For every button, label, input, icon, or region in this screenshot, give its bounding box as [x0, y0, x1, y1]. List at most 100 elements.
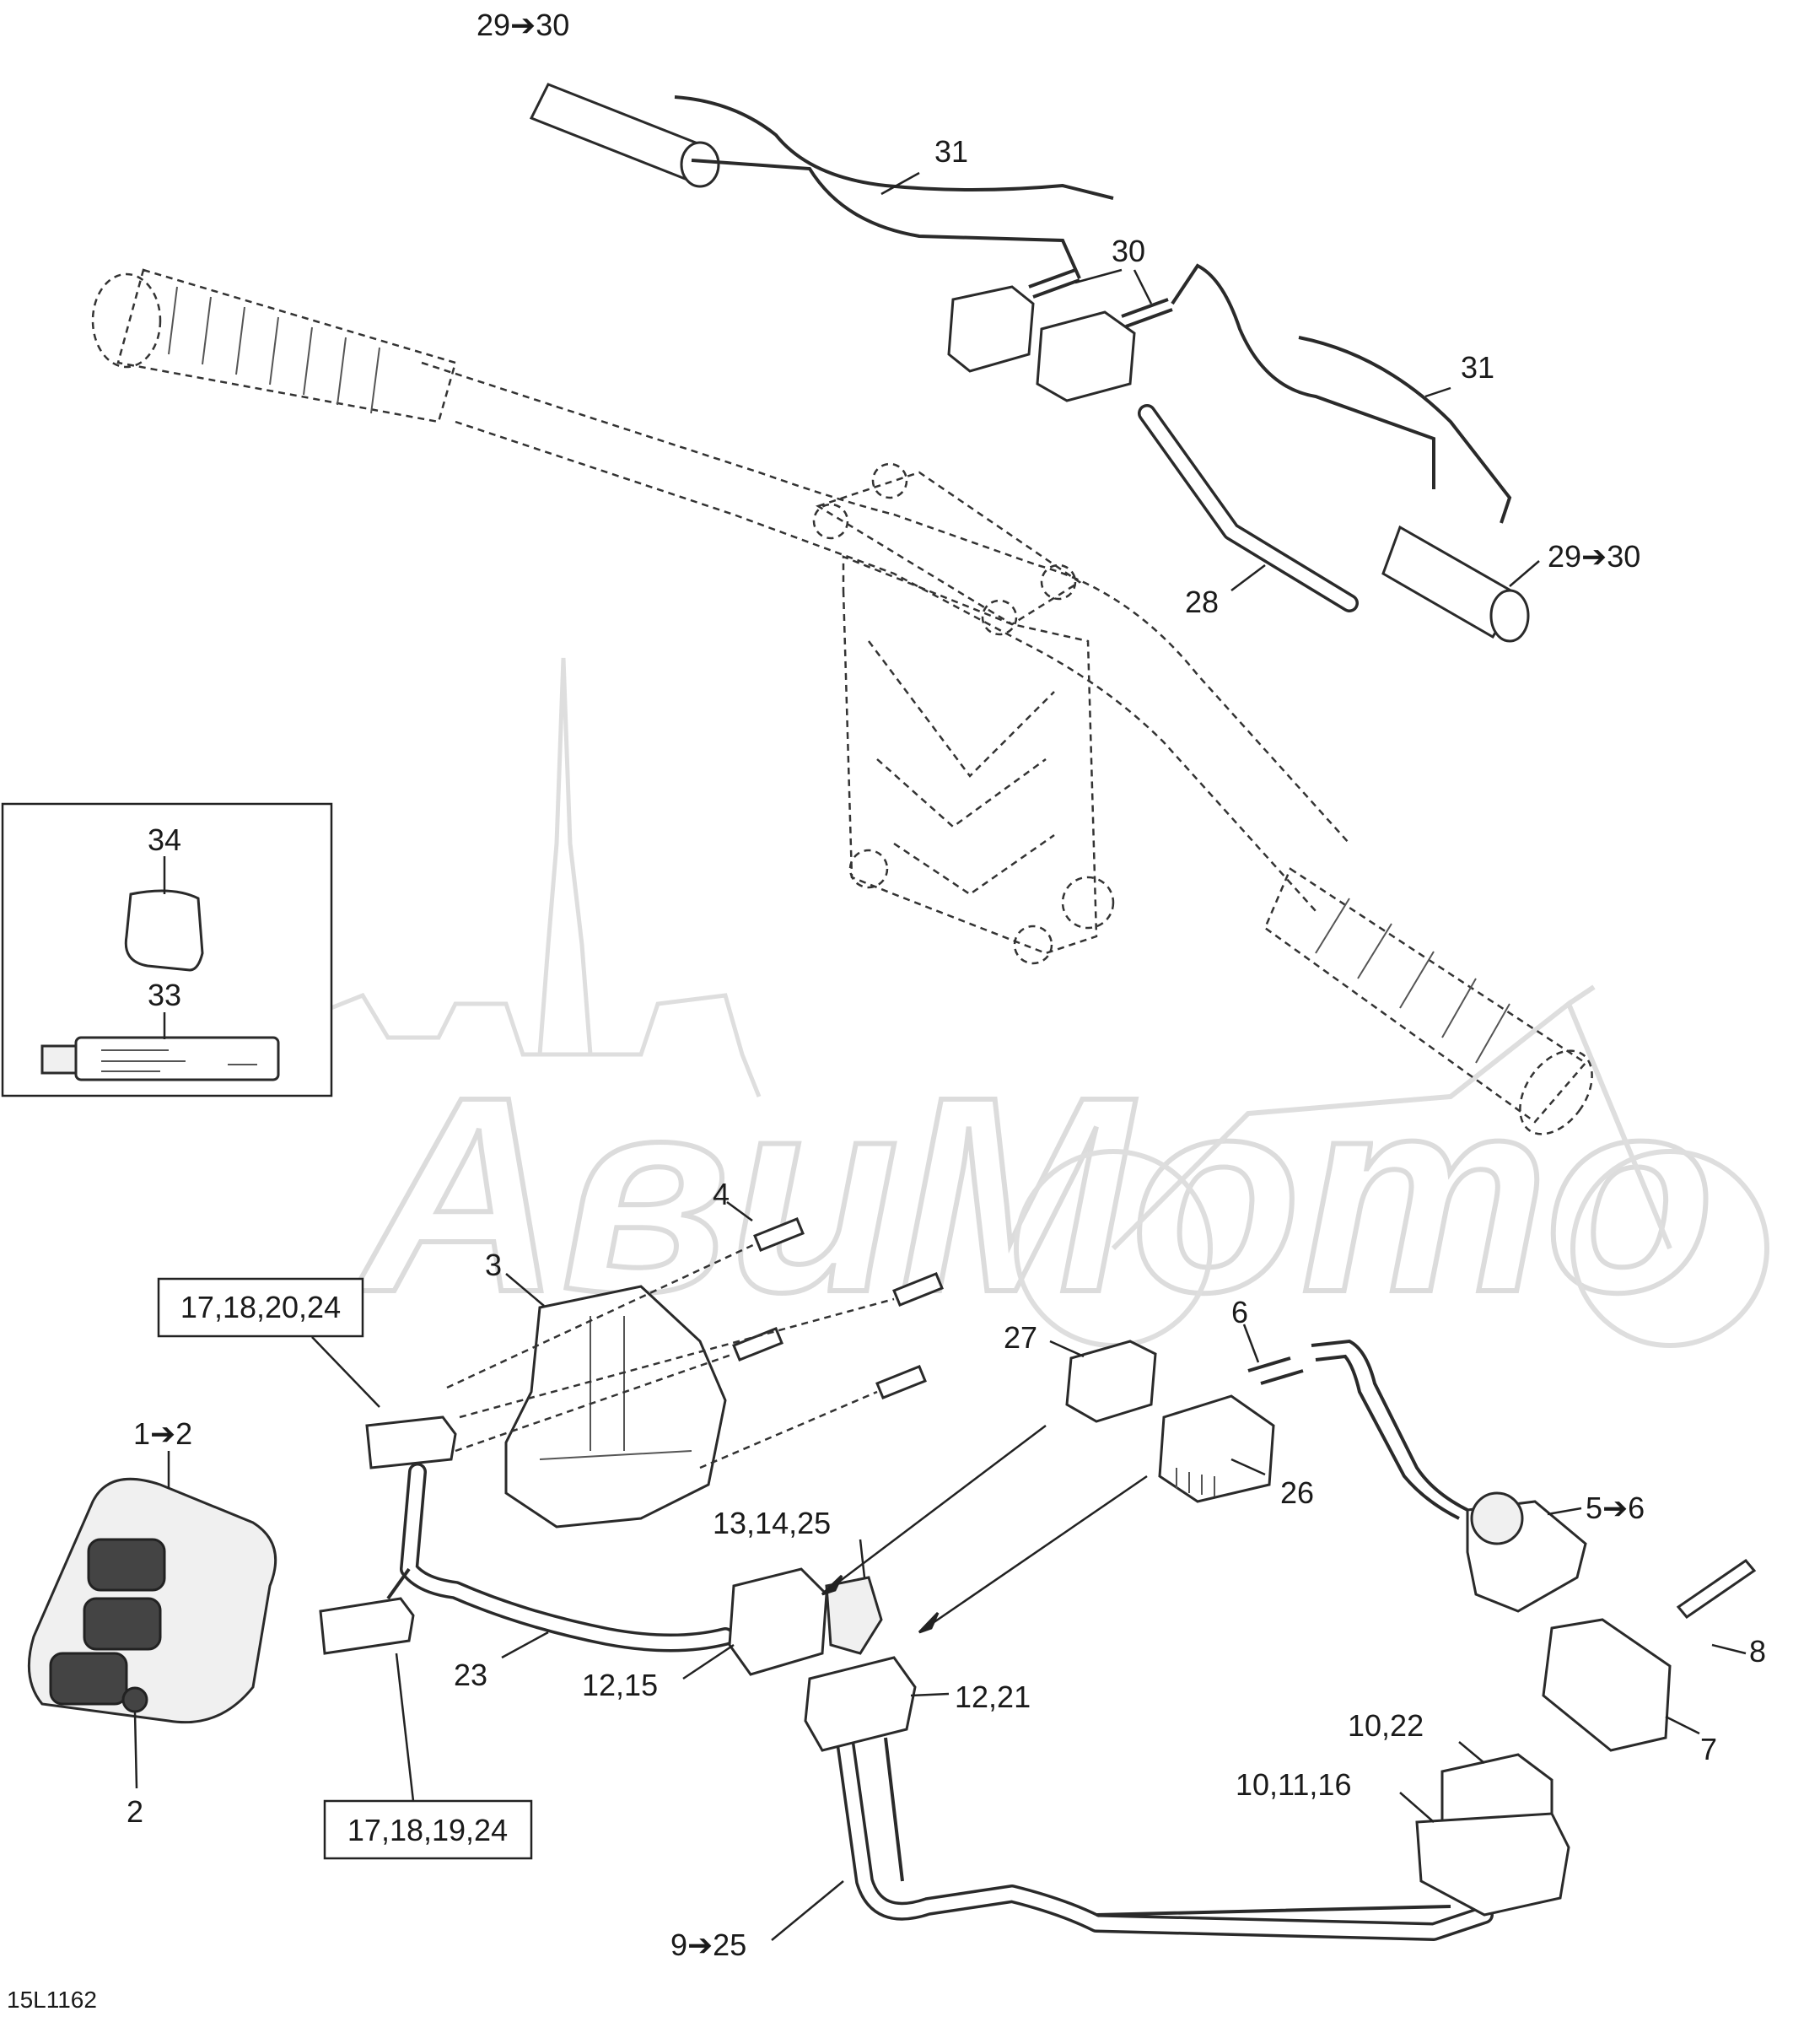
left-grip-end — [91, 272, 162, 369]
callout-1-2: 1➔2 — [133, 1416, 192, 1451]
callout-box-17-18-19-24 — [323, 1799, 533, 1860]
callout-9-25: 9➔25 — [670, 1928, 746, 1962]
cover-3 — [504, 1285, 727, 1529]
right-grip-pattern — [1315, 898, 1510, 1064]
screw-4d — [875, 1365, 927, 1399]
leader-30-a — [1074, 268, 1123, 284]
wiring-harness — [319, 1415, 1570, 1941]
connector-block-13-14-25 — [825, 1576, 883, 1655]
callout-3: 3 — [485, 1248, 502, 1282]
grip-heater-right — [1381, 525, 1521, 639]
leader-27 — [1049, 1340, 1085, 1358]
harness-9-25-outer — [884, 1737, 1451, 1917]
callout-2: 2 — [127, 1794, 143, 1829]
callout-30: 30 — [1112, 234, 1145, 268]
cover-3-inner — [539, 1316, 692, 1460]
connector-17-18-20-24 — [365, 1415, 457, 1469]
connector-27 — [1065, 1340, 1157, 1423]
grip-heater-right-end — [1489, 589, 1530, 643]
leader-17-18-19-24 — [395, 1653, 415, 1802]
inset-box — [1, 802, 333, 1097]
leader-3 — [505, 1273, 545, 1307]
callout-28: 28 — [1185, 585, 1219, 619]
watermark-moto-frame — [1111, 984, 1672, 1251]
riser-bolt-1 — [812, 503, 849, 540]
callout-31-right: 31 — [1461, 350, 1494, 385]
watermark-buildings — [318, 992, 762, 1097]
leader-10-11-16 — [1399, 1792, 1435, 1823]
riser-bottom-1 — [848, 849, 889, 889]
callout-10-11-16: 10,11,16 — [1236, 1767, 1351, 1802]
left-grip-pattern — [168, 286, 380, 414]
connector-arrows — [821, 1425, 1148, 1634]
harness-23-in — [402, 1465, 732, 1649]
watermark-wheel-right — [1570, 1149, 1769, 1348]
switch-5-6-knob — [1470, 1491, 1524, 1545]
screw-guide-lines — [446, 1243, 895, 1469]
right-grip-end — [1519, 1049, 1593, 1135]
switch-housing — [27, 1477, 277, 1724]
callout-6: 6 — [1231, 1295, 1248, 1329]
screw-4a — [753, 1217, 805, 1252]
harness-9-25-in — [837, 1723, 1491, 1938]
wire-31-top-b — [691, 159, 1081, 279]
switch-housing-7 — [1542, 1618, 1672, 1752]
callout-27: 27 — [1004, 1320, 1037, 1355]
wire-31-top — [674, 95, 1114, 200]
callout-10-22: 10,22 — [1348, 1708, 1424, 1743]
callout-29-30-top: 29➔30 — [477, 8, 569, 42]
callout-13-14-25: 13,14,25 — [713, 1506, 831, 1540]
callout-4: 4 — [713, 1177, 730, 1211]
tube-33-text-lines — [101, 1049, 257, 1072]
cover-and-screws — [446, 1217, 944, 1529]
callout-34: 34 — [148, 822, 181, 857]
leader-2 — [133, 1712, 138, 1789]
switch-2 — [121, 1686, 148, 1713]
screw-4c — [892, 1272, 944, 1307]
leader-5-6 — [1547, 1507, 1582, 1516]
leader-13-14-25 — [859, 1539, 866, 1578]
leader-26 — [1230, 1458, 1266, 1476]
callout-12-15: 12,15 — [582, 1668, 658, 1702]
leader-12-21 — [910, 1692, 950, 1697]
leader-12-15 — [682, 1643, 735, 1680]
switch-button-middle — [83, 1597, 162, 1651]
callout-17-18-19-24: 17,18,19,24 — [347, 1813, 508, 1847]
callout-26: 26 — [1280, 1475, 1314, 1510]
handlebar-assembly — [91, 268, 1593, 1135]
riser-web — [868, 640, 1055, 896]
callout-7: 7 — [1700, 1732, 1717, 1766]
tube-28-in — [1140, 407, 1356, 610]
connector-30-right — [1036, 310, 1136, 402]
leader-29-30-right — [1509, 560, 1540, 587]
tube-33-body — [74, 1036, 280, 1081]
callout-box-17-18-20-24 — [157, 1277, 364, 1338]
wire-31-right — [1298, 336, 1512, 524]
riser-block — [816, 471, 1082, 626]
wire-5-6-b — [1315, 1354, 1460, 1520]
watermark-spire — [537, 657, 593, 1057]
pins-6 — [1247, 1356, 1304, 1385]
connector-17-18-19-24 — [319, 1597, 415, 1655]
arrowhead-2 — [918, 1611, 940, 1634]
callout-labels: 29➔30 31 30 31 29➔30 28 34 33 4 3 17,18,… — [7, 8, 1766, 2013]
pin-8 — [1676, 1558, 1757, 1620]
callout-29-30-right: 29➔30 — [1548, 539, 1640, 574]
switch-button-upper — [87, 1538, 166, 1592]
riser-bottom-2 — [1013, 925, 1053, 965]
wire-5-6 — [1311, 1339, 1468, 1512]
connector-block-12-21 — [804, 1656, 917, 1752]
leader-4 — [726, 1200, 753, 1222]
left-grip — [116, 268, 457, 423]
callout-17-18-20-24: 17,18,20,24 — [180, 1290, 341, 1324]
leader-6 — [1242, 1324, 1260, 1363]
connector-26 — [1158, 1394, 1275, 1503]
arrowhead-1 — [821, 1574, 843, 1596]
leader-10-22 — [1458, 1741, 1485, 1764]
handlebar-bar-lower — [455, 420, 1317, 912]
leader-9-25 — [771, 1880, 844, 1941]
wire-30-right — [1171, 263, 1435, 489]
harness-23-branch — [386, 1567, 411, 1600]
right-grip — [1263, 867, 1587, 1124]
